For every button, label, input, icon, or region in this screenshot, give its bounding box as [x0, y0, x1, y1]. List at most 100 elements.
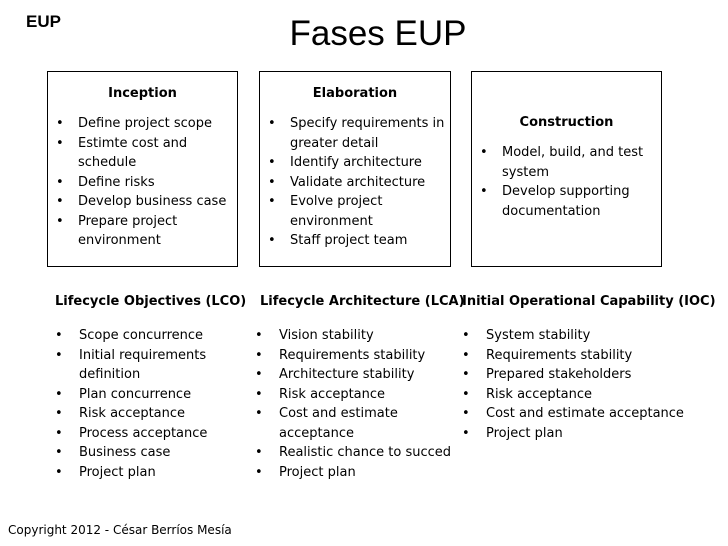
bullet-text: Architecture stability [279, 367, 415, 382]
bullet-text: Scope concurrence [79, 328, 204, 343]
bullet-text: Cost and estimate acceptance [486, 406, 684, 421]
bullet-dot: • [268, 233, 276, 248]
bullet-dot: • [462, 406, 470, 421]
milestone-bullet-list: •Vision stability•Requirements stability… [255, 326, 465, 482]
bullet-item: •Vision stability [255, 326, 465, 346]
corner-label: EUP [26, 12, 61, 31]
bullet-dot: • [462, 425, 470, 441]
bullet-item: •Develop business case [48, 192, 237, 212]
bullet-dot: • [462, 328, 470, 343]
bullet-text: Identify architecture [290, 155, 422, 170]
bullet-text: Specify requirements in greater detail [290, 116, 445, 151]
bullet-item: •Risk acceptance [462, 385, 702, 405]
bullet-dot: • [255, 445, 263, 460]
bullet-text: Risk acceptance [79, 406, 186, 421]
phase-title: Inception [108, 86, 177, 101]
bullet-text: Cost and estimate acceptance [279, 406, 398, 441]
bullet-item: • Define risks [48, 173, 237, 193]
bullet-text: Business case [79, 445, 171, 460]
bullet-dot: • [268, 155, 276, 170]
bullet-text: Define risks [78, 174, 155, 190]
bullet-item: •Validate architecture [260, 173, 450, 193]
bullet-item: • Risk acceptance [255, 385, 465, 405]
phase-title: Elaboration [312, 86, 398, 101]
bullet-item: • Scope concurrence [55, 326, 250, 346]
bullet-item: • Process acceptance [55, 424, 250, 444]
bullet-item: • Define project scope [48, 114, 237, 134]
bullet-text: Evolve project environment [290, 194, 383, 229]
bullet-text: Requirements stability [279, 347, 426, 363]
bullet-dot: • [56, 194, 64, 209]
phase-title: Construction [519, 115, 614, 130]
phase-bullet-list: • Define project scope • Estimte cost and s… [48, 114, 237, 251]
bullet-dot: • [268, 174, 276, 190]
bullet-text: Prepared stakeholders [486, 367, 632, 382]
milestone-bullet-list: • Scope concurrence • Initial requirements … [55, 326, 250, 482]
bullet-text: Model, build, and test system [502, 145, 644, 180]
bullet-item: • Identify architecture [260, 153, 450, 173]
bullet-dot: • [56, 116, 64, 131]
bullet-item: • Requirements stability [462, 346, 702, 366]
bullet-dot: • [55, 406, 63, 421]
bullet-text: Prepare project environment [78, 213, 178, 249]
bullet-dot: • [255, 386, 263, 402]
bullet-text: Define project scope [78, 116, 212, 131]
bullet-item: •Cost and estimate acceptance [255, 404, 465, 443]
phase-bullet-list: •Specify requirements in greater detail•… [260, 114, 450, 251]
bullet-item: • Plan concurrence [55, 385, 250, 405]
phase-bullet-list: • Model, build, and test system • Develop s… [472, 143, 661, 221]
bullet-item: •Realistic chance to succed [255, 443, 465, 463]
slide-title: Fases EUP [289, 14, 467, 53]
milestone-lco: Lifecycle Objectives (LCO) •Scope concur… [55, 292, 250, 482]
bullet-item: • Cost and estimate acceptance [462, 404, 702, 424]
bullet-dot: • [56, 135, 64, 151]
bullet-dot: • [55, 425, 63, 441]
bullet-text: Vision stability [279, 328, 374, 343]
bullet-dot: • [55, 328, 63, 343]
bullet-dot: • [55, 464, 63, 480]
bullet-item: • Requirements stability [255, 346, 465, 366]
bullet-text: Risk acceptance [279, 386, 386, 402]
bullet-item: • Prepared stakeholders [462, 365, 702, 385]
bullet-dot: • [462, 347, 470, 363]
bullet-item: • Evolve project environment [260, 192, 450, 231]
bullet-dot: • [268, 116, 276, 131]
bullet-item: • Business case [55, 443, 250, 463]
bullet-text: Requirements stability [486, 347, 633, 363]
bullet-text: Risk acceptance [486, 386, 593, 402]
bullet-text: System stability [486, 328, 591, 343]
bullet-dot: • [268, 194, 276, 209]
bullet-item: • Architecture stability [255, 365, 465, 385]
milestone-ioc: Initial Operational Capability (IOC) • Sy… [462, 292, 716, 443]
bullet-dot: • [55, 386, 63, 402]
bullet-dot: • [255, 464, 263, 480]
bullet-text: Project plan [279, 464, 356, 480]
bullet-item: • Initial requirements definition [55, 346, 250, 385]
bullet-text: Process acceptance [79, 425, 208, 441]
bullet-dot: • [55, 347, 63, 363]
bullet-dot: • [255, 367, 263, 382]
milestone-lca: Lifecycle Architecture (LCA) •Vision sta… [255, 292, 465, 482]
bullet-text: Initial requirements definition [79, 347, 207, 383]
bullet-text: Staff project team [290, 233, 408, 248]
bullet-item: • Risk acceptance [55, 404, 250, 424]
bullet-item: • Prepare project environment [48, 212, 237, 251]
milestone-title: Lifecycle Architecture (LCA) [260, 294, 465, 309]
milestone-title: Initial Operational Capability (IOC) [462, 294, 716, 309]
phase-box-inception: Inception • Define project scope • Estimte … [47, 71, 238, 267]
bullet-dot: • [56, 213, 64, 229]
bullet-dot: • [55, 445, 63, 460]
bullet-item: • Staff project team [260, 231, 450, 251]
bullet-dot: • [480, 184, 488, 199]
bullet-item: • Project plan [55, 463, 250, 483]
bullet-text: Develop supporting documentation [502, 184, 630, 219]
copyright-text: Copyright 2012 - César Berríos Mesía [8, 523, 232, 537]
bullet-dot: • [255, 347, 263, 363]
bullet-item: • Specify requirements in greater detail [260, 114, 450, 153]
bullet-text: Estimte cost and schedule [78, 135, 188, 171]
bullet-dot: • [480, 145, 488, 160]
bullet-text: Plan concurrence [79, 386, 192, 402]
bullet-dot: • [56, 174, 64, 190]
bullet-text: Project plan [79, 464, 156, 480]
bullet-dot: • [462, 367, 470, 382]
